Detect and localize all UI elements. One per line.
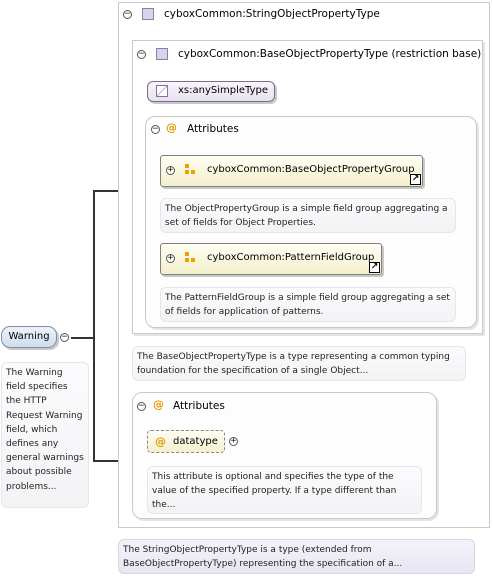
collapse-toggle-icon[interactable]: − [60,332,69,342]
attribute-name: datatype [173,436,218,447]
outer-type-title[interactable]: cyboxCommon:StringObjectPropertyType [164,8,380,20]
expand-toggle-icon[interactable]: + [166,165,175,175]
attribute-icon: @ [155,435,166,448]
attribute-group-node[interactable]: + cyboxCommon:BaseObjectPropertyGroup ↗ [160,155,423,187]
attribute-group-name: cyboxCommon:PatternFieldGroup [207,252,375,263]
attribute-icon: @ [166,121,177,134]
attribute-group-node[interactable]: + cyboxCommon:PatternFieldGroup ↗ [160,243,382,275]
simple-type-node[interactable]: xs:anySimpleType [147,81,275,102]
external-link-icon[interactable]: ↗ [369,262,380,273]
complex-type-icon [156,48,168,60]
connector-vertical [93,190,95,461]
attribute-group-name: cyboxCommon:BaseObjectPropertyGroup [207,164,415,175]
extension-attributes-label: Attributes [173,400,225,412]
element-name: Warning [8,331,50,342]
attribute-group-icon [184,164,198,178]
collapse-toggle-icon[interactable]: − [137,49,146,59]
collapse-toggle-icon[interactable]: − [151,124,160,134]
attribute-group-icon [184,252,198,266]
expand-toggle-icon[interactable]: + [166,253,175,263]
attribute-node-datatype[interactable]: @ datatype [147,430,225,453]
connector-root-h [71,337,94,339]
attribute-icon: @ [153,398,164,411]
base-type-title[interactable]: cyboxCommon:BaseObjectPropertyType (rest… [178,48,482,60]
external-link-icon[interactable]: ↗ [410,174,421,185]
attribute-doc: This attribute is optional and specifies… [147,466,422,514]
expand-toggle-icon[interactable]: + [229,436,238,446]
outer-type-doc: The StringObjectPropertyType is a type (… [118,539,475,574]
connector-to-type [93,190,133,192]
connector-to-attrs [93,460,133,462]
collapse-toggle-icon[interactable]: − [137,401,146,411]
attribute-group-doc: The PatternFieldGroup is a simple field … [160,287,456,322]
base-type-doc: The BaseObjectPropertyType is a type rep… [132,346,466,381]
element-doc: The Warning field specifies the HTTP Req… [1,362,89,508]
attribute-group-doc: The ObjectPropertyGroup is a simple fiel… [160,198,456,233]
base-attributes-label: Attributes [187,123,239,135]
collapse-toggle-icon[interactable]: − [123,9,132,19]
simple-type-icon [156,85,168,97]
complex-type-icon [142,8,154,20]
simple-type-name: xs:anySimpleType [178,85,268,96]
element-warning[interactable]: Warning [1,326,57,348]
